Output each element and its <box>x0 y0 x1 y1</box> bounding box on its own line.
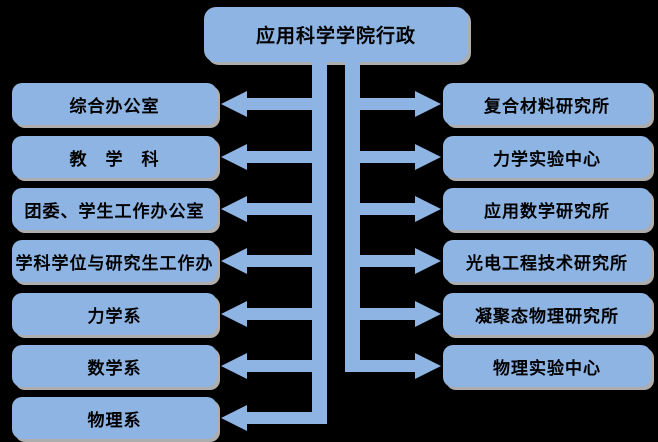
org-box-label: 团委、学生工作办公室 <box>24 201 205 222</box>
org-box-right-6: 物理实验中心 <box>443 345 651 387</box>
arrow-shaft <box>247 151 321 163</box>
org-box-label: 复合材料研究所 <box>484 96 610 117</box>
arrow-head-right-icon <box>415 144 441 170</box>
arrow-head-left-icon <box>221 405 247 431</box>
arrow-shaft <box>350 308 415 320</box>
connector-arrow-left-4 <box>221 248 321 274</box>
arrow-head-right-icon <box>415 91 441 117</box>
org-box-root: 应用科学学院行政 <box>204 7 468 62</box>
org-box-root-label: 应用科学学院行政 <box>255 25 416 47</box>
org-box-label: 数学系 <box>87 358 142 379</box>
arrow-shaft <box>247 203 321 215</box>
org-box-left-4: 学科学位与研究生工作办 <box>12 240 217 282</box>
arrow-shaft <box>247 98 321 110</box>
org-box-left-7: 物理系 <box>12 397 217 439</box>
arrow-head-left-icon <box>221 353 247 379</box>
arrow-head-left-icon <box>221 91 247 117</box>
arrow-head-right-icon <box>415 301 441 327</box>
arrow-shaft <box>350 255 415 267</box>
org-box-label: 力学系 <box>87 306 142 327</box>
arrow-shaft <box>247 308 321 320</box>
connector-arrow-right-6 <box>345 353 441 379</box>
org-box-label: 教 学 科 <box>69 149 160 170</box>
connector-arrow-right-1 <box>350 91 441 117</box>
org-box-right-1: 复合材料研究所 <box>443 83 651 125</box>
arrow-shaft <box>247 412 327 424</box>
arrow-shaft <box>247 360 321 372</box>
arrow-shaft <box>350 151 415 163</box>
connector-arrow-left-6 <box>221 353 321 379</box>
org-box-left-2: 教 学 科 <box>12 136 217 178</box>
org-box-label: 应用数学研究所 <box>484 201 610 222</box>
arrow-head-left-icon <box>221 301 247 327</box>
arrow-head-left-icon <box>221 144 247 170</box>
org-box-right-2: 力学实验中心 <box>443 136 651 178</box>
arrow-head-left-icon <box>221 248 247 274</box>
arrow-shaft <box>350 203 415 215</box>
org-box-left-5: 力学系 <box>12 293 217 335</box>
connector-arrow-right-4 <box>350 248 441 274</box>
org-box-label: 学科学位与研究生工作办 <box>15 253 214 274</box>
connector-arrow-right-2 <box>350 144 441 170</box>
org-box-label: 物理系 <box>87 410 142 431</box>
org-box-left-3: 团委、学生工作办公室 <box>12 188 217 230</box>
connector-arrow-left-7 <box>221 405 327 431</box>
connector-arrow-right-5 <box>350 301 441 327</box>
arrow-shaft <box>247 255 321 267</box>
org-box-right-4: 光电工程技术研究所 <box>443 240 651 282</box>
arrow-head-right-icon <box>415 353 441 379</box>
arrow-head-right-icon <box>415 196 441 222</box>
arrow-head-left-icon <box>221 196 247 222</box>
connector-arrow-right-3 <box>350 196 441 222</box>
connector-arrow-left-3 <box>221 196 321 222</box>
connector-arrow-left-1 <box>221 91 321 117</box>
org-box-right-3: 应用数学研究所 <box>443 188 651 230</box>
org-box-label: 凝聚态物理研究所 <box>475 306 619 327</box>
org-box-label: 物理实验中心 <box>493 358 601 379</box>
arrow-head-right-icon <box>415 248 441 274</box>
connector-trunk-right <box>345 62 360 372</box>
org-box-left-6: 数学系 <box>12 345 217 387</box>
arrow-shaft <box>350 98 415 110</box>
org-box-label: 力学实验中心 <box>493 149 601 170</box>
arrow-shaft <box>345 360 415 372</box>
org-box-left-1: 综合办公室 <box>12 83 217 125</box>
connector-arrow-left-2 <box>221 144 321 170</box>
connector-arrow-left-5 <box>221 301 321 327</box>
org-box-label: 综合办公室 <box>69 96 160 117</box>
org-box-right-5: 凝聚态物理研究所 <box>443 293 651 335</box>
org-box-label: 光电工程技术研究所 <box>466 253 628 274</box>
